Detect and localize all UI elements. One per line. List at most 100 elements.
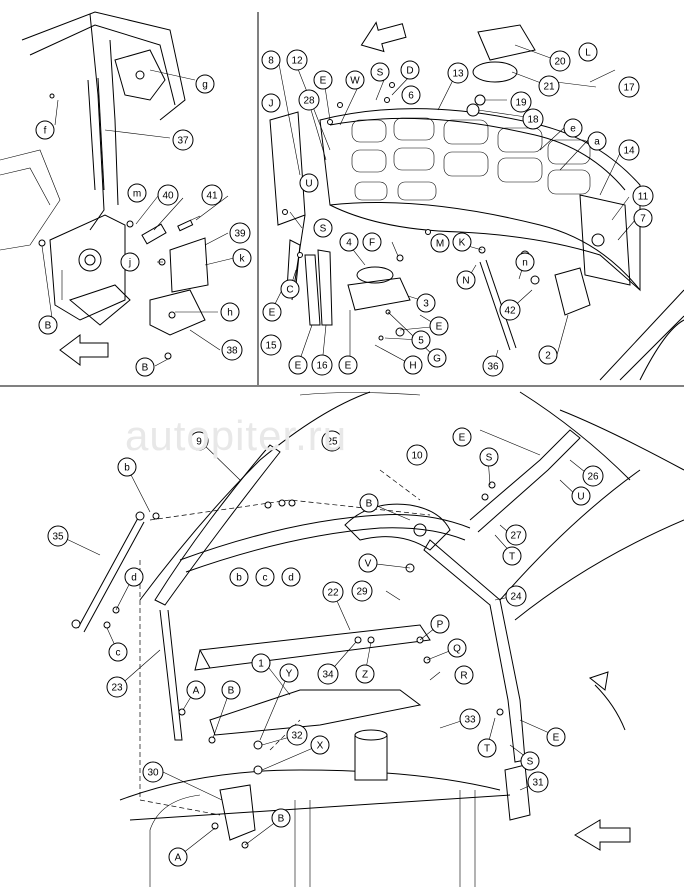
callout-bubble — [262, 302, 282, 322]
callout-label: J — [269, 99, 274, 110]
callout-bottom-2: 25 — [321, 430, 343, 452]
callout-bubble — [299, 173, 319, 193]
callout-bottom-19: P — [430, 614, 450, 634]
callout-bottom-34: 32 — [286, 724, 308, 746]
callout-bubble — [430, 614, 450, 634]
callout-label: 20 — [554, 57, 566, 68]
callout-label: 8 — [268, 56, 274, 67]
callout-top-right-15: 17 — [618, 76, 640, 98]
callout-top-left-5: 41 — [201, 184, 223, 206]
callout-bottom-18: 22 — [322, 581, 344, 603]
callout-bottom-38: 31 — [527, 771, 549, 793]
callout-top-right-17: e — [563, 118, 583, 138]
callout-bottom-33: T — [477, 738, 497, 758]
callout-bubble — [339, 232, 359, 252]
callout-bubble — [298, 89, 320, 111]
callout-bubble — [229, 567, 249, 587]
callout-top-right-25: K — [452, 232, 472, 252]
callout-bubble — [168, 847, 188, 867]
callout-label: B — [45, 321, 52, 332]
callout-label: T — [509, 552, 515, 563]
callout-bottom-22: c — [108, 642, 128, 662]
callout-bubble — [351, 580, 373, 602]
callout-top-right-35: E — [338, 355, 358, 375]
callout-label: a — [594, 137, 600, 148]
callout-top-left-7: j — [120, 252, 140, 272]
callout-label: 40 — [162, 191, 174, 202]
callout-bubble — [106, 676, 128, 698]
callout-label: 26 — [587, 472, 599, 483]
callout-top-right-18: a — [587, 131, 607, 151]
callout-label: 2 — [545, 351, 551, 362]
callout-bubble — [261, 93, 281, 113]
callout-bubble — [632, 185, 654, 207]
callout-top-right-5: S — [370, 62, 390, 82]
callout-label: 27 — [510, 531, 522, 542]
callout-label: 34 — [322, 670, 334, 681]
callout-label: M — [436, 239, 444, 250]
callout-bubble — [479, 447, 499, 467]
callout-top-right-24: F — [362, 232, 382, 252]
callout-label: 42 — [504, 306, 516, 317]
callout-bottom-36: S — [520, 751, 540, 771]
callout-label: m — [133, 189, 141, 200]
callout-bubble — [359, 493, 379, 513]
callout-bubble — [288, 355, 308, 375]
callout-bubble — [403, 355, 423, 375]
callout-bubble — [618, 139, 640, 161]
callout-bottom-28: A — [186, 680, 206, 700]
callout-label: g — [202, 80, 208, 91]
callout-label: 31 — [532, 778, 544, 789]
callout-bubble — [515, 252, 535, 272]
callout-label: B — [366, 499, 373, 510]
callout-bubble — [582, 465, 604, 487]
callout-label: Y — [286, 669, 293, 680]
callout-top-right-40: E — [288, 355, 308, 375]
callout-bubble — [142, 761, 164, 783]
callout-bottom-20: 24 — [505, 585, 527, 607]
callout-top-right-23: 4 — [339, 232, 359, 252]
callout-bubble — [406, 444, 428, 466]
callout-top-right-36: 5 — [411, 330, 431, 350]
callout-bottom-35: X — [310, 735, 330, 755]
callout-bubble — [261, 50, 281, 70]
callout-bubble — [232, 248, 252, 268]
callout-bubble — [452, 427, 472, 447]
bottom-assembly — [57, 391, 684, 887]
callout-label: 28 — [303, 96, 315, 107]
callout-bubble — [286, 724, 308, 746]
callout-label: E — [436, 322, 443, 333]
callout-label: 30 — [147, 768, 159, 779]
callout-top-right-4: D — [400, 60, 420, 80]
callout-bubble — [477, 738, 497, 758]
callout-bottom-23: 23 — [106, 676, 128, 698]
callout-bubble — [172, 129, 194, 151]
callout-bubble — [522, 108, 544, 130]
callout-bubble — [546, 727, 566, 747]
callout-label: P — [437, 620, 444, 631]
callout-bubble — [499, 299, 521, 321]
callout-label: 5 — [418, 336, 424, 347]
callout-bubble — [618, 76, 640, 98]
callout-bubble — [135, 357, 155, 377]
callout-bubble — [456, 270, 476, 290]
top-left-assembly — [0, 11, 235, 367]
callout-label: 11 — [638, 192, 649, 203]
callout-label: 14 — [623, 146, 635, 157]
callout-bubble — [195, 74, 215, 94]
callout-top-right-26: N — [456, 270, 476, 290]
callout-bubble — [482, 355, 504, 377]
callout-label: E — [320, 76, 327, 87]
callout-bubble — [260, 334, 282, 356]
callout-top-right-21: 7 — [633, 208, 653, 228]
callout-label: 21 — [543, 82, 555, 93]
callout-label: W — [350, 76, 360, 87]
callout-top-left-10: 38 — [221, 339, 243, 361]
callout-label: 17 — [623, 83, 635, 94]
callout-bottom-30: Y — [279, 663, 299, 683]
callout-label: E — [345, 361, 352, 372]
callout-bubble — [538, 75, 560, 97]
callout-top-right-8: J — [261, 93, 281, 113]
callout-label: n — [522, 258, 528, 269]
callout-bubble — [220, 302, 240, 322]
